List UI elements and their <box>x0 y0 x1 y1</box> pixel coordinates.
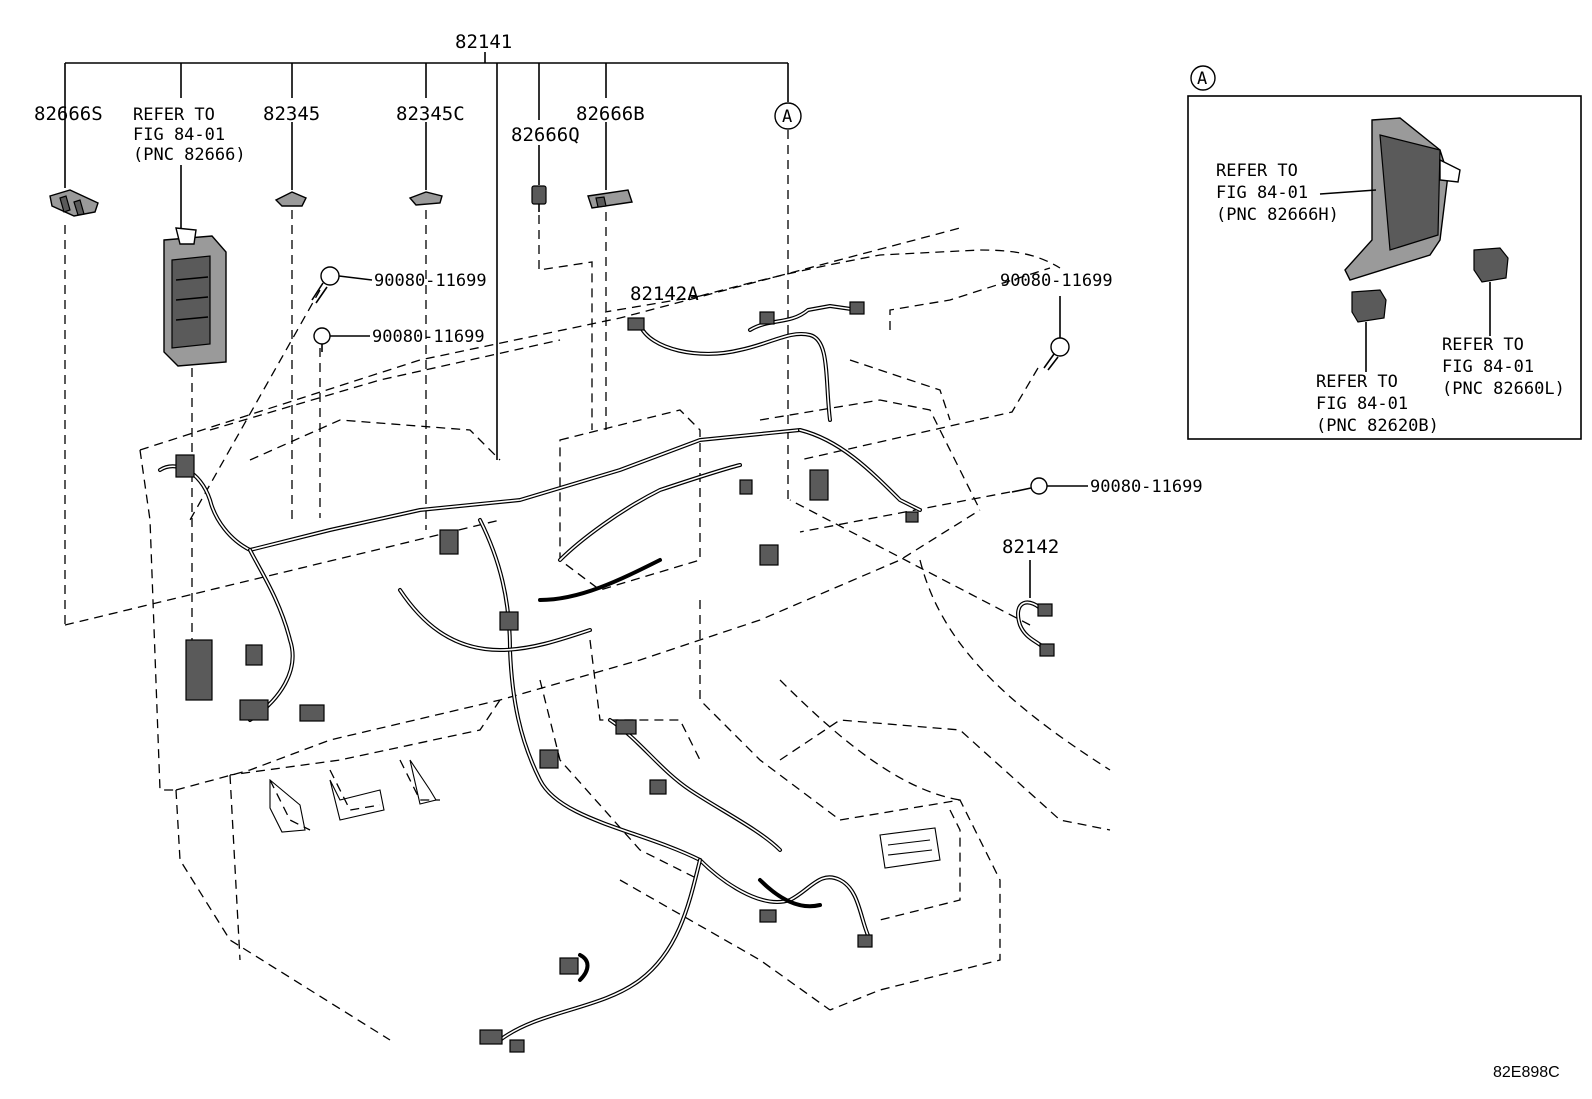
inset-connector-82620b <box>1351 289 1387 323</box>
label-82666q: 82666Q <box>511 124 580 146</box>
bolt-1 <box>311 266 373 304</box>
label-bolt-4: 90080-11699 <box>1090 477 1203 497</box>
label-refer-line1: REFER TO <box>133 105 215 125</box>
inset-ref3-line2: FIG 84-01 <box>1442 357 1534 377</box>
inset-ref3-line1: REFER TO <box>1442 335 1524 355</box>
label-82142: 82142 <box>1002 536 1059 558</box>
clip-82345c <box>408 191 443 206</box>
callout-a-circle <box>774 102 802 130</box>
figure-code: 82E898C <box>1493 1064 1560 1081</box>
inset-ref2-line2: FIG 84-01 <box>1316 394 1408 414</box>
label-82345c: 82345C <box>396 103 465 125</box>
label-bolt-1: 90080-11699 <box>374 271 487 291</box>
dashed-leaders <box>64 210 1039 700</box>
inset-a: A REFER TO FIG 84-01 (PNC 82666H) REFER … <box>1187 65 1582 440</box>
rear-vent <box>879 827 941 869</box>
label-82666s: 82666S <box>34 103 103 125</box>
inset-ref1-line1: REFER TO <box>1216 161 1298 181</box>
clip-82666b <box>587 189 633 209</box>
label-refer-line2: FIG 84-01 <box>133 125 225 145</box>
inset-ref2-line3: (PNC 82620B) <box>1316 416 1439 436</box>
pedals <box>269 759 437 833</box>
label-refer-line3: (PNC 82666) <box>133 145 246 165</box>
bolt-3 <box>1043 296 1070 371</box>
harness-82142a <box>627 301 865 422</box>
label-82141: 82141 <box>455 31 512 53</box>
callout-a-label: A <box>782 107 792 127</box>
bolt-4 <box>1011 477 1088 495</box>
inset-connector-82660l <box>1473 247 1509 283</box>
dashboard-outline <box>139 227 1111 1041</box>
harness-connectors <box>175 454 919 1053</box>
inset-ref1-line2: FIG 84-01 <box>1216 183 1308 203</box>
inset-ref3-line3: (PNC 82660L) <box>1442 379 1565 399</box>
inset-ref1-line3: (PNC 82666H) <box>1216 205 1339 225</box>
inset-callout-circle <box>1190 65 1216 91</box>
harness-82142 <box>1016 600 1055 657</box>
bracket-82141 <box>64 52 789 460</box>
label-82345: 82345 <box>263 103 320 125</box>
label-bolt-3: 90080-11699 <box>1000 271 1113 291</box>
inset-callout-label: A <box>1197 69 1207 89</box>
main-harness-82141 <box>158 428 922 1042</box>
junction-block-82666 <box>163 227 227 367</box>
label-82142a: 82142A <box>630 283 699 305</box>
clip-82666s <box>49 189 99 217</box>
bolt-2 <box>313 327 370 352</box>
connector-82666q <box>531 185 547 212</box>
inset-ref2-line1: REFER TO <box>1316 372 1398 392</box>
label-82666b: 82666B <box>576 103 645 125</box>
label-bolt-2: 90080-11699 <box>372 327 485 347</box>
inset-bracket-82666h <box>1344 117 1461 281</box>
clip-82345 <box>274 191 307 207</box>
